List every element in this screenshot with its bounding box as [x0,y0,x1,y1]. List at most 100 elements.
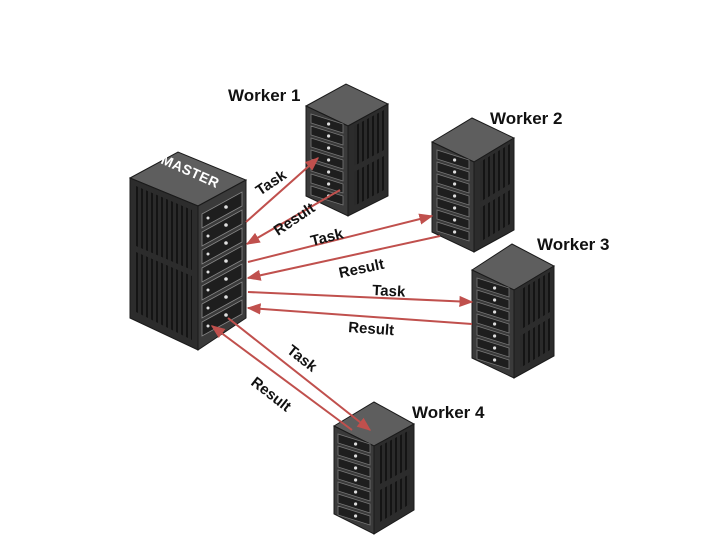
drive-led [224,259,228,263]
task-arrow-worker-1 [245,157,320,223]
worker-label-3: Worker 3 [537,235,609,254]
drive-led [354,502,358,506]
worker-server-3 [470,243,556,379]
drive-led [453,170,457,174]
drive-led [206,252,210,256]
drive-bay [337,445,371,466]
worker-server-1 [304,83,390,217]
drive-led [493,346,497,350]
drive-bay [476,301,510,322]
drive-bay [436,185,470,206]
drive-bay [436,173,470,194]
drive-bay [310,137,344,158]
drive-bay [201,191,243,229]
drive-led [327,134,331,138]
task-arrow-worker-3 [247,291,474,308]
drive-led [453,194,457,198]
drive-led [354,466,358,470]
drive-led [493,286,497,290]
drive-led [453,182,457,186]
drive-bay [337,505,371,526]
drive-bay [476,313,510,334]
drive-bay [436,161,470,182]
drive-led [224,223,228,227]
drive-led [354,514,358,518]
drive-led [206,288,210,292]
drive-bay [337,457,371,478]
drive-bay [201,209,243,247]
drive-bay [436,221,470,242]
worker-server-2 [430,117,516,253]
drive-led [493,322,497,326]
worker-label-4: Worker 4 [412,403,485,422]
drive-bay [476,325,510,346]
drive-bay [201,245,243,283]
drive-led [453,218,457,222]
worker-label-1: Worker 1 [228,86,300,105]
drive-bay [201,227,243,265]
drive-bay [337,433,371,454]
drive-led [327,170,331,174]
drive-bay [310,185,344,206]
drive-bay [436,149,470,170]
drive-bay [436,209,470,230]
drive-led [327,182,331,186]
result-label-worker-4: Result [248,374,295,416]
drive-led [224,205,228,209]
drive-led [493,298,497,302]
drive-bay [337,481,371,502]
drive-bay [436,197,470,218]
drive-bay [310,149,344,170]
drive-led [206,270,210,274]
drive-bay [476,337,510,358]
drive-bay [310,125,344,146]
drive-bay [337,469,371,490]
drive-bay [476,349,510,370]
drive-led [453,158,457,162]
drive-led [224,241,228,245]
drive-led [493,358,497,362]
drive-bay [310,173,344,194]
result-arrow-worker-3 [246,303,473,325]
task-label-worker-2: Task [309,225,346,250]
drive-led [493,334,497,338]
worker-label-2: Worker 2 [490,109,562,128]
master-server: MASTER [128,151,248,351]
drive-led [493,310,497,314]
result-arrow-worker-4 [210,325,353,431]
worker-server-4 [332,401,416,535]
drive-bay [476,277,510,298]
drive-led [327,158,331,162]
drive-led [354,442,358,446]
drive-led [327,146,331,150]
result-label-worker-2: Result [337,256,385,282]
drive-bay [201,281,243,319]
drive-led [224,277,228,281]
drive-led [206,306,210,310]
drive-led [453,230,457,234]
drive-led [206,234,210,238]
task-label-worker-4: Task [284,342,321,376]
task-arrow-worker-4 [227,317,372,431]
drive-led [354,454,358,458]
drive-led [453,206,457,210]
result-arrow-worker-1 [245,189,341,245]
drive-led [206,216,210,220]
drive-led [224,313,228,317]
drive-bay [337,493,371,514]
task-arrow-worker-2 [247,213,434,263]
drive-bay [310,113,344,134]
drive-led [327,122,331,126]
drive-led [354,490,358,494]
drive-led [206,324,210,328]
task-label-worker-1: Task [253,166,290,199]
drive-bay [476,289,510,310]
result-arrow-worker-2 [246,235,441,281]
drive-led [354,478,358,482]
drive-bay [201,263,243,301]
result-label-worker-3: Result [348,319,395,339]
task-label-worker-3: Task [372,282,407,301]
drive-led [224,295,228,299]
